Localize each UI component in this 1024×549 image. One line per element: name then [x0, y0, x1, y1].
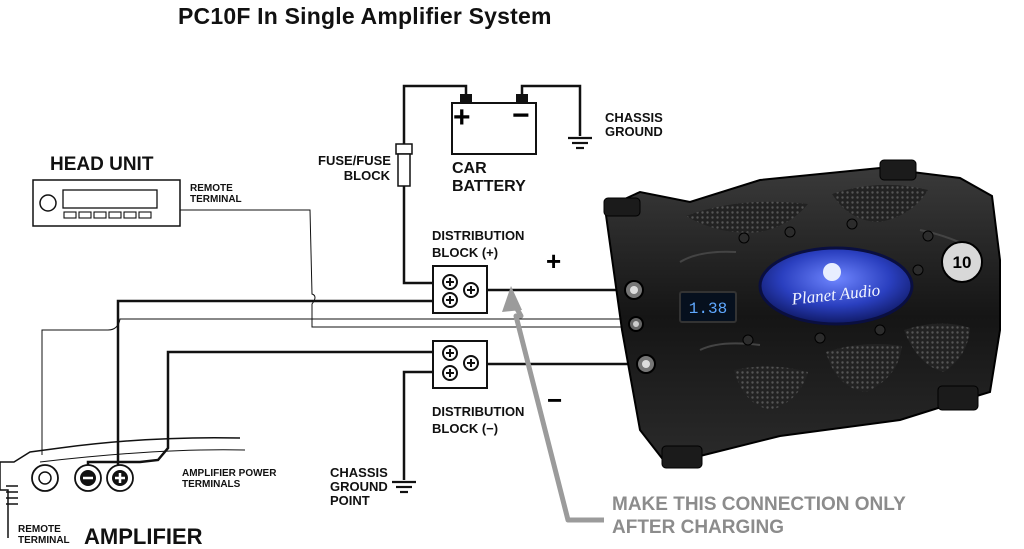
amplifier [0, 436, 246, 538]
capacitor-remote-terminal-icon [628, 316, 644, 332]
amp-power-terminals-label: AMPLIFIER POWER TERMINALS [182, 468, 277, 490]
amplifier-label: AMPLIFIER [84, 524, 203, 549]
amp-remote-terminal-icon [31, 464, 59, 492]
positive-sign: + [546, 246, 562, 276]
chassis-ground-label: CHASSIS GROUND [605, 110, 663, 139]
wire-fuse-to-dist-pos [402, 186, 436, 285]
amp-remote-label: REMOTE TERMINAL [18, 524, 70, 546]
car-battery [451, 94, 537, 155]
distribution-block-negative-label: DISTRIBUTION BLOCK (−) [432, 404, 525, 436]
farad-badge-value: 10 [953, 253, 972, 272]
battery-positive-terminal [460, 94, 472, 103]
distribution-block-negative [432, 340, 488, 389]
voltage-display [679, 291, 737, 323]
charging-note: MAKE THIS CONNECTION ONLY AFTER CHARGING [612, 494, 906, 538]
wires [86, 84, 640, 480]
chassis-ground-point-label: CHASSIS GROUND POINT [330, 465, 388, 508]
capacitor-negative-terminal-icon [636, 354, 656, 374]
wire-dist-neg-to-ground [402, 370, 436, 480]
brand-planet-icon [823, 263, 841, 281]
fuse-label: FUSE/FUSE BLOCK [318, 153, 391, 183]
mounting-foot [937, 385, 979, 411]
fuse [395, 143, 413, 187]
terminal-screw-icon [442, 274, 479, 308]
distribution-block-positive [432, 265, 488, 314]
amp-positive-terminal-icon [106, 464, 134, 492]
remote-wire [41, 209, 632, 455]
head-unit-remote-label: REMOTE TERMINAL [190, 183, 242, 205]
wire-battery-negative [520, 84, 582, 136]
terminal-screw-icon [442, 345, 479, 381]
head-unit-label: HEAD UNIT [50, 154, 154, 175]
head-unit [32, 179, 181, 227]
distribution-block-positive-label: DISTRIBUTION BLOCK (+) [432, 228, 525, 260]
voltage-readout: 1.38 [689, 300, 727, 318]
head-unit-display [62, 189, 158, 209]
battery-negative-terminal [516, 94, 528, 103]
capacitor-positive-terminal-icon [624, 280, 644, 300]
wiring-diagram: Planet Audio 1.38 10 PC10F In Single Amp… [0, 3, 1001, 548]
battery-minus-sign: − [512, 99, 530, 132]
amp-negative-terminal-icon [74, 464, 102, 492]
mounting-foot [879, 159, 917, 181]
chassis-ground-icon [568, 136, 592, 150]
wire-dist-neg-to-amp [86, 350, 436, 470]
diagram-canvas: Planet Audio 1.38 10 [0, 84, 1001, 538]
chassis-ground-point-icon [392, 480, 416, 494]
mounting-foot [603, 197, 641, 217]
note-arrow [502, 286, 604, 523]
battery-plus-sign: + [453, 101, 471, 134]
farad-badge [941, 241, 983, 283]
wire-battery-positive [402, 84, 468, 144]
car-battery-label: CAR BATTERY [452, 160, 526, 195]
head-unit-knob [39, 194, 57, 212]
brand-badge [758, 246, 914, 326]
page-title: PC10F In Single Amplifier System [178, 3, 552, 29]
negative-sign: − [547, 385, 563, 415]
mounting-foot [661, 445, 703, 469]
wire-dist-pos-to-amp [116, 299, 436, 468]
capacitor: Planet Audio 1.38 10 [603, 159, 1001, 469]
